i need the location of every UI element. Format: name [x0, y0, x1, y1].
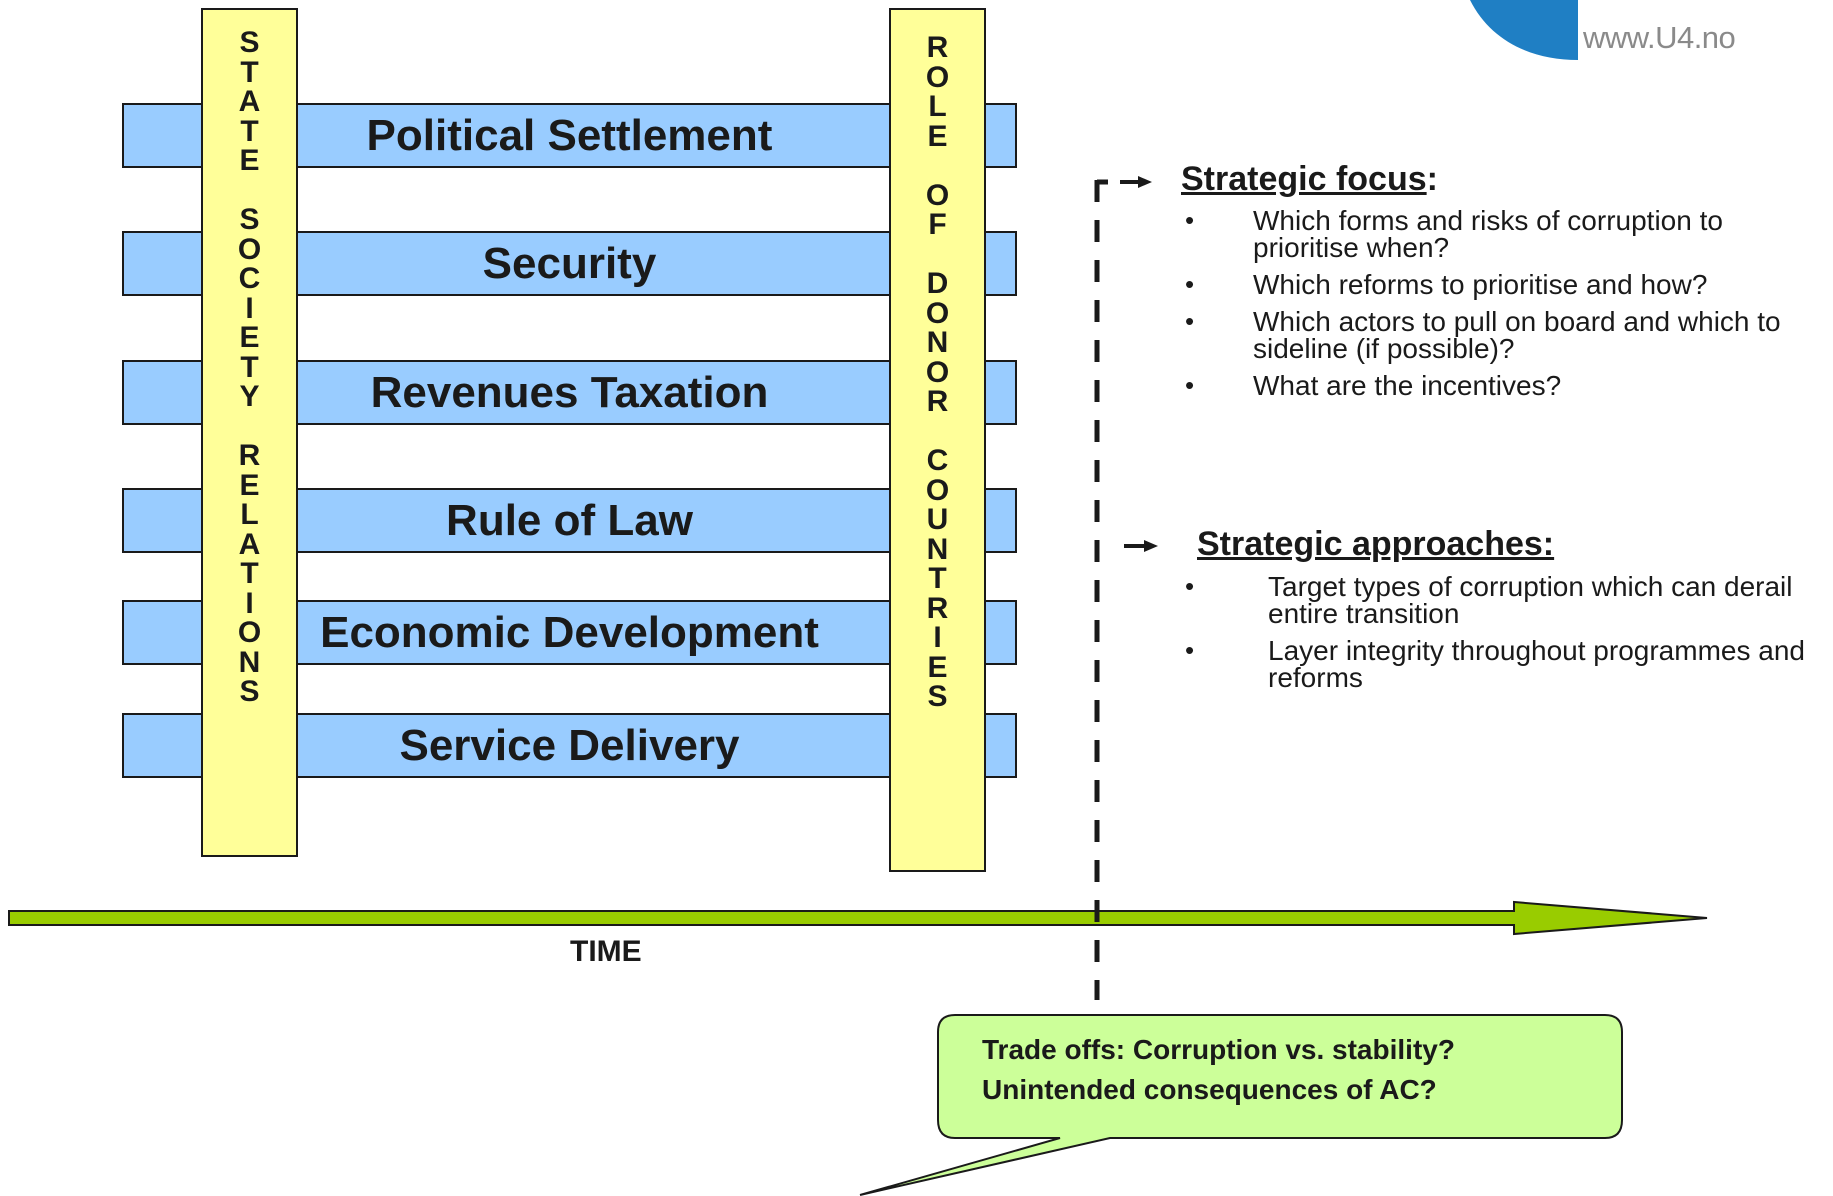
column-letter: E [927, 650, 948, 684]
bar-label: Revenues Taxation [370, 367, 769, 417]
column-letter: O [925, 355, 950, 389]
list-item: •Which actors to pull on board and which… [1185, 306, 1781, 364]
column-letter: I [933, 621, 942, 654]
column-letter: O [237, 232, 262, 266]
list-item: •Which forms and risks of corruption to … [1185, 205, 1723, 263]
column-letter: O [925, 60, 950, 94]
time-axis-label: TIME [570, 935, 642, 968]
bar-label: Rule of Law [446, 495, 693, 545]
column-letter: S [239, 26, 260, 59]
column-letter: T [928, 562, 947, 595]
column-letter: F [928, 208, 947, 241]
column-letter: E [239, 144, 260, 177]
callout-line: Trade offs: Corruption vs. stability? [982, 1034, 1455, 1065]
column-letter: N [926, 326, 949, 359]
website-url: www.U4.no [1583, 20, 1736, 55]
strategic-focus-list: •Which forms and risks of corruption to … [1185, 207, 1825, 409]
column-letter: N [926, 532, 949, 566]
bar-label: Economic Development [320, 607, 819, 657]
column-letter: A [238, 527, 261, 561]
arrow-icon [1120, 176, 1152, 188]
column-letter: T [240, 114, 259, 148]
list-item: •Which reforms to prioritise and how? [1185, 269, 1708, 300]
callout-bubble [859, 1014, 1623, 1196]
column-letter: T [240, 55, 259, 89]
u4-logo-icon [1470, 0, 1578, 60]
time-arrow [8, 900, 1708, 936]
callout-text: Trade offs: Corruption vs. stability? Un… [982, 1030, 1455, 1110]
bar-revenues-taxation: Revenues Taxation [122, 360, 1017, 425]
column-letter: O [925, 296, 950, 330]
column-letter: E [927, 119, 948, 153]
column-letter: D [926, 267, 949, 300]
column-letter: S [239, 675, 260, 708]
bar-label: Service Delivery [399, 720, 740, 770]
list-item: •Layer integrity throughout programmes a… [1185, 635, 1805, 693]
column-letter: I [245, 291, 254, 325]
column-letter: Y [239, 380, 260, 413]
arrow-icon [1124, 540, 1158, 552]
column-letter: E [239, 468, 260, 502]
column-letter: O [925, 178, 950, 212]
strategic-focus-heading: Strategic focus: [1181, 160, 1438, 198]
strategic-approaches-heading: Strategic approaches: [1197, 525, 1555, 563]
column-letter: A [238, 85, 261, 118]
column-letter: L [240, 498, 259, 531]
column-letter: O [237, 616, 262, 649]
column-letter: N [238, 645, 261, 679]
column-letter: O [925, 473, 950, 507]
column-letter: R [926, 31, 949, 64]
list-item: •What are the incentives? [1185, 370, 1562, 401]
column-letter: R [926, 385, 949, 418]
column-letter: R [238, 439, 261, 472]
column-letter: C [238, 262, 261, 295]
list-item: •Target types of corruption which can de… [1185, 571, 1793, 629]
callout-line: Unintended consequences of AC? [982, 1074, 1437, 1105]
column-letter: T [240, 350, 259, 384]
column-letter: L [928, 90, 947, 123]
column-letter: T [240, 557, 259, 590]
column-letter: S [239, 203, 260, 236]
bar-label: Political Settlement [366, 110, 773, 160]
column-letter: S [927, 680, 948, 713]
column-letter: I [245, 586, 254, 620]
bar-label: Security [482, 238, 657, 288]
column-letter: U [926, 503, 949, 536]
column-letter: C [926, 444, 949, 477]
column-letter: R [926, 591, 949, 625]
strategic-approaches-list: •Target types of corruption which can de… [1185, 573, 1805, 701]
column-letter: E [239, 321, 260, 354]
